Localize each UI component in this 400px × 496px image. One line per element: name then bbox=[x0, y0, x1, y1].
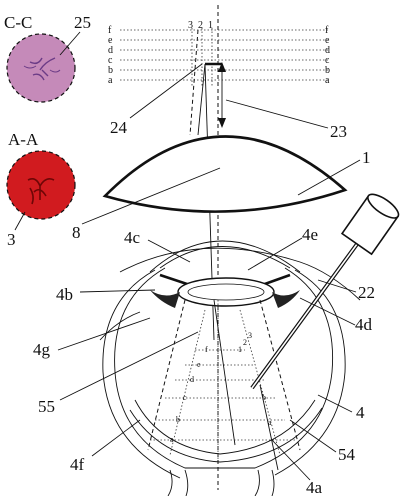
label-23: 23 bbox=[330, 122, 347, 141]
beam-cone bbox=[147, 299, 301, 471]
level-left-e: e bbox=[108, 35, 113, 46]
eye-level-a-right: a bbox=[268, 418, 272, 427]
level-left-b: b bbox=[108, 65, 113, 76]
level-right-b: b bbox=[325, 65, 330, 76]
leader-25 bbox=[59, 31, 81, 56]
eye-beam-2: 2 bbox=[243, 338, 247, 347]
label-24: 24 bbox=[110, 118, 128, 137]
level-right-a: a bbox=[325, 75, 330, 86]
beam-number-2: 2 bbox=[198, 20, 203, 31]
level-left-f: f bbox=[108, 25, 112, 36]
beam-number-3: 3 bbox=[188, 20, 193, 31]
level-left-c: c bbox=[108, 55, 113, 66]
beam-line-2 bbox=[197, 63, 206, 136]
leader-24 bbox=[129, 63, 203, 119]
level-grid-top bbox=[120, 28, 330, 86]
label-4e: 4e bbox=[302, 225, 318, 244]
probe-instrument bbox=[250, 193, 400, 390]
section-label-cc: C-C bbox=[4, 13, 32, 32]
label-4c: 4c bbox=[124, 228, 141, 247]
eye-level-d: d bbox=[190, 375, 194, 384]
leader-4a bbox=[271, 439, 311, 481]
label-4: 4 bbox=[356, 403, 365, 422]
label-3: 3 bbox=[7, 230, 16, 249]
leader-4c bbox=[147, 239, 191, 263]
leader-4g bbox=[57, 317, 151, 351]
focus-bracket bbox=[205, 62, 226, 128]
eye-beam-1: 1 bbox=[238, 345, 242, 354]
level-left-a: a bbox=[108, 75, 113, 86]
label-25: 25 bbox=[74, 13, 91, 32]
eye-level-a: a bbox=[170, 435, 174, 444]
label-54: 54 bbox=[338, 445, 356, 464]
level-right-f: f bbox=[325, 25, 329, 36]
eye-beam-3: 3 bbox=[248, 331, 252, 340]
leader-4 bbox=[317, 394, 353, 413]
eye-cross-section bbox=[99, 240, 361, 496]
level-right-e: e bbox=[325, 35, 330, 46]
leader-4e bbox=[247, 237, 303, 271]
beam-number-1: 1 bbox=[208, 20, 213, 31]
leader-23 bbox=[225, 99, 329, 129]
leader-54 bbox=[289, 419, 337, 453]
leader-55 bbox=[59, 331, 199, 401]
label-8: 8 bbox=[72, 223, 81, 242]
label-4f: 4f bbox=[70, 455, 85, 474]
level-left-d: d bbox=[108, 45, 113, 56]
label-4a: 4a bbox=[306, 478, 323, 496]
label-4b: 4b bbox=[56, 285, 73, 304]
label-22: 22 bbox=[358, 283, 375, 302]
section-label-aa: A-A bbox=[8, 130, 39, 149]
label-1: 1 bbox=[362, 148, 371, 167]
level-right-d: d bbox=[325, 45, 330, 56]
leader-22 bbox=[317, 279, 357, 293]
eye-level-b: b bbox=[176, 415, 180, 424]
ophthalmic-lens bbox=[102, 135, 348, 213]
leader-3 bbox=[14, 211, 26, 231]
leader-1 bbox=[297, 159, 361, 196]
leader-8 bbox=[81, 167, 221, 225]
eye-level-c: c bbox=[183, 393, 187, 402]
beam-line-3 bbox=[189, 29, 199, 136]
fundus-image-cc bbox=[6, 33, 76, 103]
eye-level-e: e bbox=[197, 360, 201, 369]
level-right-c: c bbox=[325, 55, 330, 66]
leader-4b bbox=[79, 289, 156, 293]
leader-4f bbox=[91, 419, 141, 457]
leader-4d bbox=[299, 297, 356, 326]
label-4d: 4d bbox=[355, 315, 373, 334]
eye-level-b-right: b bbox=[262, 393, 266, 402]
label-55: 55 bbox=[38, 397, 55, 416]
eye-level-f: f bbox=[205, 345, 208, 354]
fundus-image-aa bbox=[6, 150, 76, 220]
label-4g: 4g bbox=[33, 340, 51, 359]
